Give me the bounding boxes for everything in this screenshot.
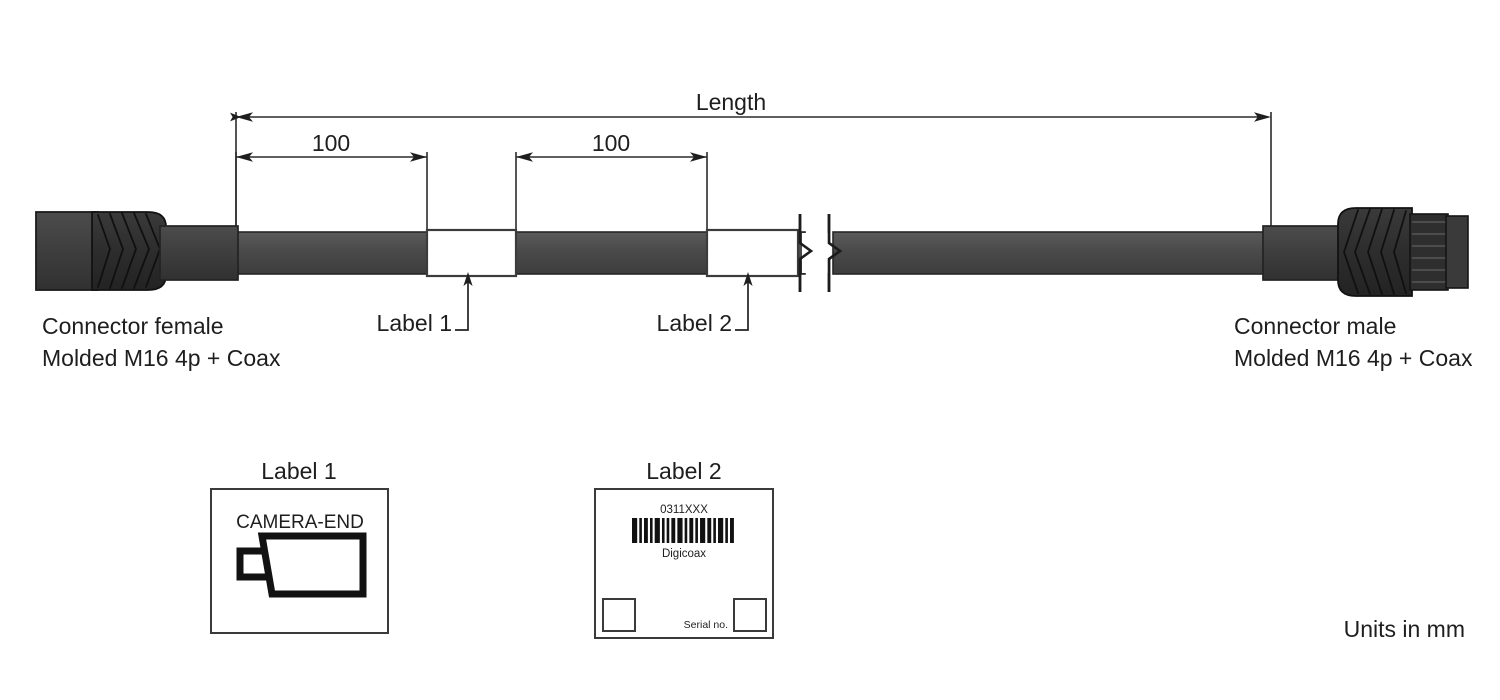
callout-label-2-text: Label 2 [657, 310, 732, 336]
connector-right-thread [1409, 213, 1449, 291]
callout-leader-label-2 [735, 276, 749, 331]
callout-label-1-text: Label 1 [377, 310, 452, 336]
dimension-100-right-label: 100 [592, 130, 630, 156]
arrowhead-100right-start [516, 152, 533, 162]
barcode-bar [689, 518, 694, 543]
dimension-100right-text-backdrop [577, 130, 645, 155]
callout-arrow-label-1 [463, 272, 473, 286]
arrowhead-100right-end [690, 152, 707, 162]
callout-label-2: Label 2 [657, 272, 753, 336]
barcode-bar [718, 518, 724, 543]
connector-right-thread-grooves [1412, 221, 1446, 283]
units-note: Units in mm [1344, 616, 1465, 642]
callout-label-1: Label 1 [377, 272, 473, 336]
barcode-bar [684, 518, 688, 543]
barcode-bar [643, 518, 648, 543]
barcode-bar [666, 518, 670, 543]
break-line-left-top [798, 214, 814, 292]
connector-right-line-1: Connector male [1234, 313, 1396, 339]
break-symbol [798, 214, 843, 292]
label-1-camera-end-text: CAMERA-END [236, 512, 364, 533]
connector-right-rib-1 [1393, 210, 1407, 294]
connector-right-rib-2 [1380, 209, 1395, 295]
label-2-title: Label 2 [646, 458, 721, 484]
cable-label-band-2 [705, 228, 800, 278]
label-1-detail: Label 1 CAMERA-END [210, 458, 389, 634]
barcode-bar [725, 518, 728, 543]
connector-left-rib-2 [109, 213, 124, 289]
label-2-checkbox-right [733, 598, 767, 632]
connector-left-rib-1 [97, 214, 111, 288]
barcode-bar [700, 518, 706, 543]
cable-label-band-1 [425, 228, 518, 278]
dimension-100-right: 100 [515, 130, 708, 232]
dimension-length: Length [230, 89, 1272, 232]
barcode-bar [671, 518, 676, 543]
label-2-checkbox-left [602, 598, 636, 632]
callout-arrow-label-2 [743, 272, 753, 286]
cable-jacket-right-segment [832, 231, 1271, 275]
connector-left-rib-3 [121, 212, 137, 289]
connector-left-line-1: Connector female [42, 313, 224, 339]
barcode-bar [677, 518, 683, 543]
barcode-bar [695, 518, 698, 543]
connector-left-line-2: Molded M16 4p + Coax [42, 345, 281, 371]
callout-leader-label-1 [455, 276, 469, 331]
barcode-bar [730, 518, 734, 543]
break-gap-mask [802, 233, 828, 273]
connector-right-line-2: Molded M16 4p + Coax [1234, 345, 1473, 371]
barcode-bar [632, 518, 638, 543]
connector-left-body [35, 211, 99, 291]
connector-right-end-face [1445, 215, 1469, 289]
barcode-bar [654, 518, 660, 543]
connector-left-rib-4 [133, 212, 150, 289]
connector-male-right [1262, 207, 1469, 297]
connector-right-strain-relief [1262, 225, 1348, 281]
break-line-right-top [827, 214, 843, 292]
label-2-part-number: 0311XXX [660, 504, 708, 516]
connector-left-caption: Connector female Molded M16 4p + Coax [42, 313, 281, 371]
arrowhead-length-left [236, 112, 253, 122]
connector-right-knurl [1337, 207, 1413, 297]
dimension-100left-text-backdrop [297, 130, 365, 155]
connector-right-rib-4 [1354, 208, 1371, 295]
dimension-length-label: Length [696, 89, 766, 115]
camera-icon [236, 532, 367, 598]
connector-right-rib-5 [1343, 209, 1359, 294]
arrowhead-100left-end [410, 152, 427, 162]
cable-assembly [159, 228, 1271, 278]
connector-right-rib-3 [1367, 208, 1383, 295]
dimension-100-left-label: 100 [312, 130, 350, 156]
dimension-100-left: 100 [235, 130, 428, 232]
camera-icon-lens [236, 547, 268, 581]
connector-left-knurl [91, 211, 167, 291]
connector-left-strain-relief [159, 225, 239, 281]
barcode-bar [649, 518, 653, 543]
dimension-length-text-backdrop [686, 89, 776, 115]
arrowhead-length-right [1254, 112, 1271, 122]
barcode-bar [639, 518, 642, 543]
label-2-detail: Label 2 0311XXX Digicoax Serial no. [594, 458, 774, 639]
camera-icon-body [257, 532, 367, 598]
connector-right-caption: Connector male Molded M16 4p + Coax [1234, 313, 1473, 371]
arrowhead-100left-start [236, 152, 253, 162]
barcode-bar [661, 518, 665, 543]
barcode-bar [713, 518, 716, 543]
label-2-serial-caption: Serial no. [684, 619, 728, 631]
label-1-title: Label 1 [261, 458, 336, 484]
label-2-barcode-caption: Digicoax [662, 548, 706, 560]
connector-female-left [35, 211, 239, 291]
barcode [632, 518, 734, 543]
barcode-bar [707, 518, 712, 543]
